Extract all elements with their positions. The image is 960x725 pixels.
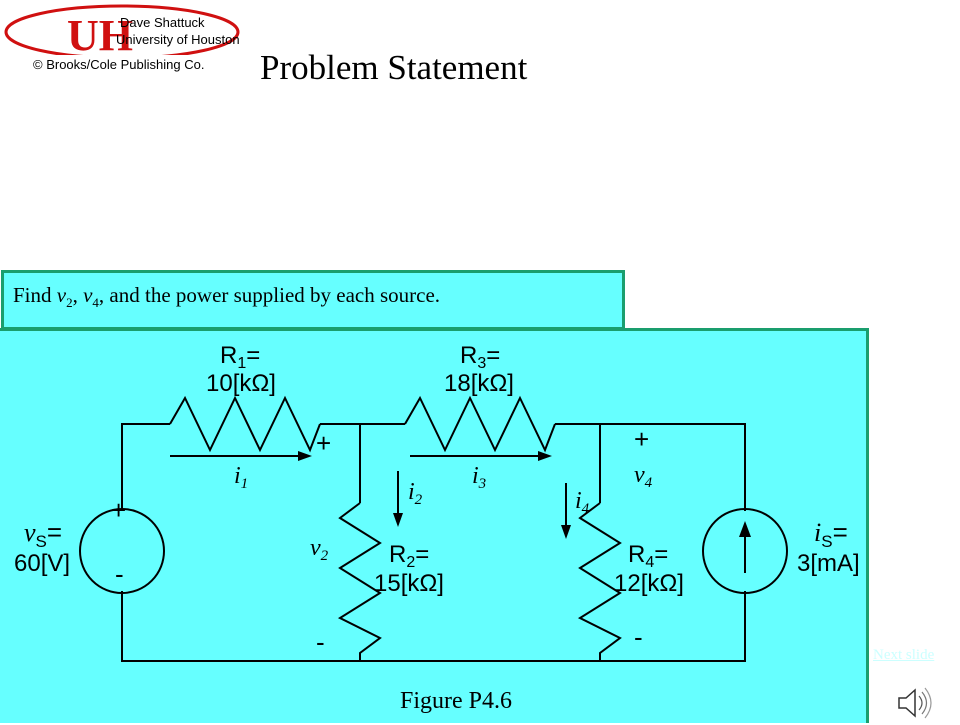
- r1-value: 10[kΩ]: [206, 370, 276, 397]
- is-label: iS=: [814, 517, 848, 551]
- r3-value: 18[kΩ]: [444, 370, 514, 397]
- copyright-text: © Brooks/Cole Publishing Co.: [33, 57, 204, 72]
- vs-label: vS=: [24, 517, 62, 551]
- r3-eq: =: [486, 342, 500, 369]
- is-value: 3[mA]: [797, 550, 860, 577]
- v4-sub: 4: [645, 475, 653, 491]
- v2-var: v: [310, 535, 321, 561]
- i1-var: i: [234, 463, 241, 489]
- is-sub: S: [821, 532, 832, 551]
- i2-var: i: [408, 479, 415, 505]
- vs-sub: S: [36, 532, 47, 551]
- v4-plus: +: [634, 424, 649, 454]
- is-eq: =: [833, 517, 848, 547]
- prompt-v4-sub: 4: [92, 295, 99, 311]
- v4-var: v: [634, 462, 645, 488]
- r2-zigzag: [337, 502, 382, 661]
- logo-graphic: UH Dave Shattuck University of Houston ©…: [4, 4, 240, 72]
- vs-value: 60[V]: [14, 550, 70, 577]
- v4-label: v4: [634, 462, 653, 491]
- r1-label: R1=: [220, 342, 260, 372]
- uh-logo-letters: UH: [67, 11, 133, 60]
- r1-zigzag: [169, 395, 321, 453]
- i2-sub: 2: [415, 492, 423, 508]
- r2-sub: 2: [406, 554, 415, 571]
- r2-letter: R: [389, 541, 406, 568]
- circuit-panel: R1= 10[kΩ] R3= 18[kΩ] R2= 15[kΩ] R4= 12[…: [0, 328, 869, 723]
- v4-minus: -: [634, 622, 643, 652]
- i2-label: i2: [408, 479, 423, 508]
- r4-eq: =: [654, 541, 668, 568]
- circuit-wires: [79, 395, 788, 662]
- r4-letter: R: [628, 541, 645, 568]
- problem-prompt: Find v2, v4, and the power supplied by e…: [13, 283, 440, 311]
- i4-label: i4: [575, 488, 590, 517]
- v2-minus: -: [316, 627, 325, 657]
- i1-sub: 1: [241, 476, 249, 492]
- i4-var: i: [575, 488, 582, 514]
- r2-value: 15[kΩ]: [374, 570, 444, 597]
- r3-sub: 3: [477, 355, 486, 372]
- r1-sub: 1: [237, 355, 246, 372]
- i2-arrow: [393, 471, 403, 527]
- r2-label: R2=: [389, 541, 429, 571]
- r1-eq: =: [246, 342, 260, 369]
- current-source-circle: [702, 508, 788, 594]
- vs-var: v: [24, 518, 36, 547]
- v2-label: v2: [310, 535, 329, 564]
- prompt-lead: Find: [13, 283, 57, 307]
- wire-bottom: [121, 591, 746, 662]
- r4-label: R4=: [628, 541, 668, 571]
- page-title: Problem Statement: [260, 48, 528, 87]
- i1-arrow: [170, 451, 312, 461]
- prompt-v2-var: v: [56, 283, 67, 307]
- prompt-tail: , and the power supplied by each source.: [98, 283, 441, 307]
- vs-plus: +: [111, 495, 126, 525]
- author-university: University of Houston: [116, 32, 240, 47]
- r4-zigzag: [577, 502, 622, 661]
- voltage-source-circle: [79, 508, 165, 594]
- vs-minus: -: [115, 559, 124, 589]
- v2-sub: 2: [321, 548, 329, 564]
- r4-value: 12[kΩ]: [614, 570, 684, 597]
- author-logo: UH Dave Shattuck University of Houston ©…: [0, 0, 245, 80]
- i3-var: i: [472, 463, 479, 489]
- v2-plus: +: [316, 428, 331, 458]
- i4-sub: 4: [582, 501, 590, 517]
- vs-eq: =: [47, 517, 62, 547]
- prompt-sep: ,: [72, 283, 84, 307]
- r3-label: R3=: [460, 342, 500, 372]
- prompt-v4-var: v: [83, 283, 93, 307]
- author-name: Dave Shattuck: [120, 15, 205, 30]
- i3-arrow: [410, 451, 552, 461]
- i1-label: i1: [234, 463, 248, 492]
- next-slide-link[interactable]: Next slide: [873, 647, 935, 663]
- wire-left-top: [121, 423, 170, 511]
- prompt-v2-sub: 2: [66, 295, 73, 311]
- speaker-icon[interactable]: [895, 686, 935, 725]
- i4-arrow: [561, 483, 571, 539]
- r3-zigzag: [404, 395, 556, 453]
- i3-label: i3: [472, 463, 486, 492]
- r4-sub: 4: [645, 554, 654, 571]
- r3-letter: R: [460, 342, 477, 369]
- r2-eq: =: [415, 541, 429, 568]
- r1-letter: R: [220, 342, 237, 369]
- circuit-diagram: R1= 10[kΩ] R3= 18[kΩ] R2= 15[kΩ] R4= 12[…: [14, 342, 860, 714]
- current-source-arrow: [739, 521, 751, 573]
- problem-prompt-box: Find v2, v4, and the power supplied by e…: [1, 270, 625, 330]
- is-var: i: [814, 518, 821, 547]
- wire-top-right: [555, 423, 746, 511]
- copyright-bg: [20, 55, 225, 71]
- i3-sub: 3: [478, 476, 487, 492]
- figure-caption: Figure P4.6: [400, 688, 512, 714]
